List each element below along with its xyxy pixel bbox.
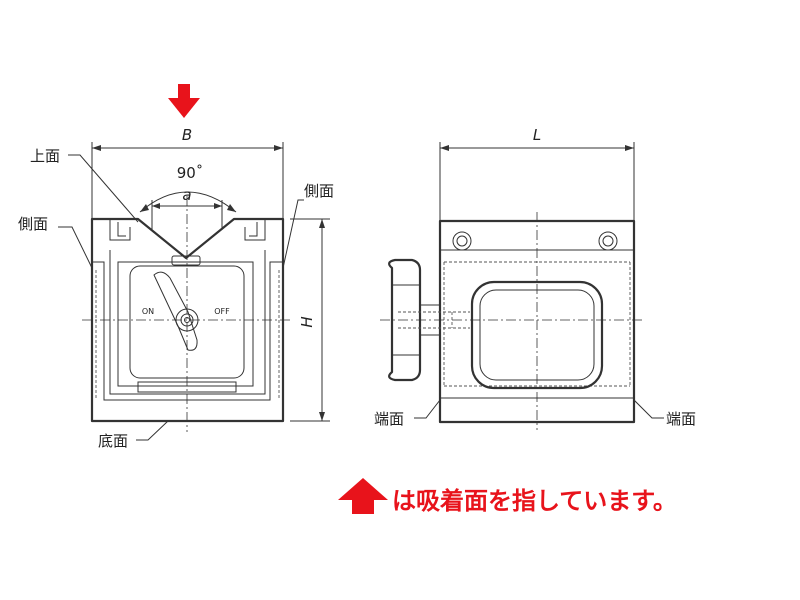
label-top-face: 上面 [30,147,60,165]
dim-length-label: L [533,126,541,144]
switch-off-label: OFF [214,307,230,316]
label-end-right: 端面 [666,410,696,428]
legend-arrow-up-icon [338,478,388,514]
legend: は吸着面を指しています。 [338,478,677,515]
attraction-face-arrow-icon [168,84,200,118]
front-view: B ON OFF 90˚ [18,126,334,450]
dim-height-label: H [298,316,316,327]
legend-caption: は吸着面を指しています。 [392,487,677,515]
label-side-left: 側面 [18,215,48,233]
label-end-left: 端面 [374,410,404,428]
side-view: L 端面 端面 [374,126,696,430]
dim-a-label: a [182,186,191,204]
switch-on-label: ON [142,307,154,316]
dim-width-label: B [182,126,192,144]
label-bottom-face: 底面 [98,432,128,450]
label-side-right: 側面 [304,182,334,200]
dim-angle-label: 90˚ [177,164,204,182]
